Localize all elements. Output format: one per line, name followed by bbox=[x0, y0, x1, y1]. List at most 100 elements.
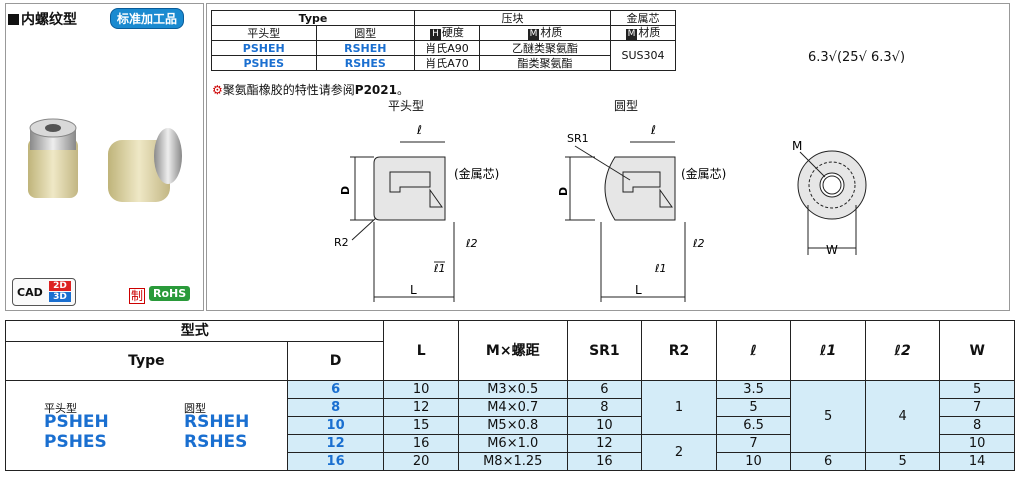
table-cell: 8 bbox=[566, 398, 643, 417]
table-cell: 乙醚类聚氨酯 bbox=[479, 40, 611, 56]
table-cell: PSHES bbox=[211, 55, 317, 71]
table-cell: M4×0.7 bbox=[457, 398, 568, 417]
table-cell: 6 bbox=[790, 452, 866, 471]
dim-l1-label: ℓ1 bbox=[433, 262, 446, 275]
square-bullet-icon bbox=[8, 14, 19, 25]
table-cell: PSHEH bbox=[211, 40, 317, 56]
type-cell: 平头型 PSHEH PSHES 圆型 RSHEH RSHES bbox=[5, 380, 288, 471]
table-cell: 20 bbox=[383, 452, 459, 471]
material-note: ⚙聚氨酯橡胶的特性请参阅P2021。 bbox=[212, 83, 409, 97]
l2-header: ℓ2 bbox=[864, 320, 941, 381]
table-cell: M8×1.25 bbox=[457, 452, 568, 471]
table-cell: 4 bbox=[864, 380, 941, 453]
table-cell: 肖氏A90 bbox=[414, 40, 480, 56]
table-cell: 6 bbox=[286, 380, 385, 399]
table-cell: 酯类聚氨酯 bbox=[479, 55, 611, 71]
table-cell: 10 bbox=[715, 452, 792, 471]
cad-2d-badge: 2D bbox=[49, 281, 71, 291]
cad-3d-badge: 3D bbox=[49, 292, 71, 302]
surface-roughness-note: 6.3√(25√ 6.3√) bbox=[808, 50, 906, 65]
dim-D-label: D bbox=[339, 186, 352, 195]
table-cell: 7 bbox=[715, 434, 792, 453]
model-header: 型式 bbox=[4, 320, 385, 342]
table-cell: 10 bbox=[566, 416, 643, 435]
table-cell: 12 bbox=[383, 398, 459, 417]
W-label: W bbox=[826, 243, 838, 257]
table-cell: 1 bbox=[641, 380, 717, 435]
table-cell: 2 bbox=[641, 434, 717, 471]
M-label: M bbox=[792, 139, 802, 153]
dim-L-label: L bbox=[410, 283, 417, 297]
l-header: ℓ bbox=[715, 320, 792, 381]
dim-l2-label: ℓ2 bbox=[692, 237, 705, 250]
table-cell: RSHEH bbox=[315, 40, 416, 56]
table-cell: 15 bbox=[383, 416, 459, 435]
product-panel bbox=[5, 3, 204, 311]
table-cell: 5 bbox=[715, 398, 792, 417]
table-cell: 16 bbox=[566, 452, 643, 471]
table-cell: 8 bbox=[939, 416, 1015, 435]
l1-header: ℓ1 bbox=[790, 320, 866, 381]
table-cell: 7 bbox=[939, 398, 1015, 417]
round-type-drawing: D SR1 ℓ (金属芯) ℓ1 ℓ2 L bbox=[557, 123, 726, 302]
spec-panel bbox=[206, 3, 1010, 311]
L-header: L bbox=[383, 320, 459, 381]
table-cell: 10 bbox=[939, 434, 1015, 453]
table-cell: 8 bbox=[286, 398, 385, 417]
product-photo bbox=[28, 118, 182, 202]
core-header: 金属芯 bbox=[610, 10, 676, 26]
W-header: W bbox=[939, 320, 1015, 381]
rohs-badge: RoHS bbox=[149, 286, 191, 301]
bulb-icon: ⚙ bbox=[212, 83, 223, 97]
type-header: Type bbox=[5, 341, 288, 381]
dim-D-label: D bbox=[557, 187, 570, 196]
table-cell: 10 bbox=[286, 416, 385, 435]
table-cell: 6.5 bbox=[715, 416, 792, 435]
dim-l-label: ℓ bbox=[650, 123, 656, 137]
SR1-header: SR1 bbox=[566, 320, 643, 381]
dim-l-label: ℓ bbox=[416, 123, 422, 137]
page-reference-link[interactable]: P2021 bbox=[354, 83, 397, 97]
SR1-label: SR1 bbox=[567, 132, 589, 145]
dimension-table: 型式 L M×螺距 SR1 R2 ℓ ℓ1 ℓ2 W Type D 平头型 PS… bbox=[4, 320, 1015, 471]
table-cell: 5 bbox=[864, 452, 941, 471]
flat-type-drawing: D ℓ (金属芯) R2 ℓ1 ℓ2 L bbox=[334, 123, 499, 302]
M-header: M×螺距 bbox=[457, 320, 568, 381]
table-cell: M5×0.8 bbox=[457, 416, 568, 435]
page-title: 内螺纹型 bbox=[8, 9, 77, 29]
dim-L-label: L bbox=[635, 283, 642, 297]
table-cell: M3×0.5 bbox=[457, 380, 568, 399]
table-cell: 10 bbox=[383, 380, 459, 399]
flat-col-header: 平头型 bbox=[211, 25, 317, 41]
core-label: (金属芯) bbox=[454, 166, 499, 181]
round-type-label: 圆型 bbox=[614, 99, 639, 113]
R2-header: R2 bbox=[641, 320, 717, 381]
table-cell: RSHES bbox=[315, 55, 416, 71]
table-cell: 5 bbox=[939, 380, 1015, 399]
type-header: Type bbox=[211, 10, 415, 26]
standard-badge: 标准加工品 bbox=[110, 8, 185, 29]
made-to-order-mark: 制 bbox=[129, 288, 146, 304]
end-view-drawing: M W bbox=[792, 139, 867, 257]
table-cell: 6 bbox=[566, 380, 643, 399]
round-col-header: 圆型 bbox=[315, 25, 416, 41]
table-cell: 12 bbox=[286, 434, 385, 453]
table-cell: 16 bbox=[383, 434, 459, 453]
table-cell: 3.5 bbox=[715, 380, 792, 399]
cad-download-button[interactable]: CAD 2D 3D bbox=[12, 278, 76, 306]
table-cell: 12 bbox=[566, 434, 643, 453]
table-cell: M6×1.0 bbox=[457, 434, 568, 453]
table-cell: 5 bbox=[790, 380, 866, 453]
dim-l1-label: ℓ1 bbox=[654, 262, 667, 275]
table-cell: 16 bbox=[286, 452, 385, 471]
table-cell: 肖氏A70 bbox=[414, 55, 480, 71]
R2-label: R2 bbox=[334, 236, 349, 249]
D-header: D bbox=[286, 341, 385, 381]
pad-header: 压块 bbox=[414, 10, 611, 26]
table-cell: SUS304 bbox=[610, 40, 676, 71]
core-label: (金属芯) bbox=[681, 166, 726, 181]
